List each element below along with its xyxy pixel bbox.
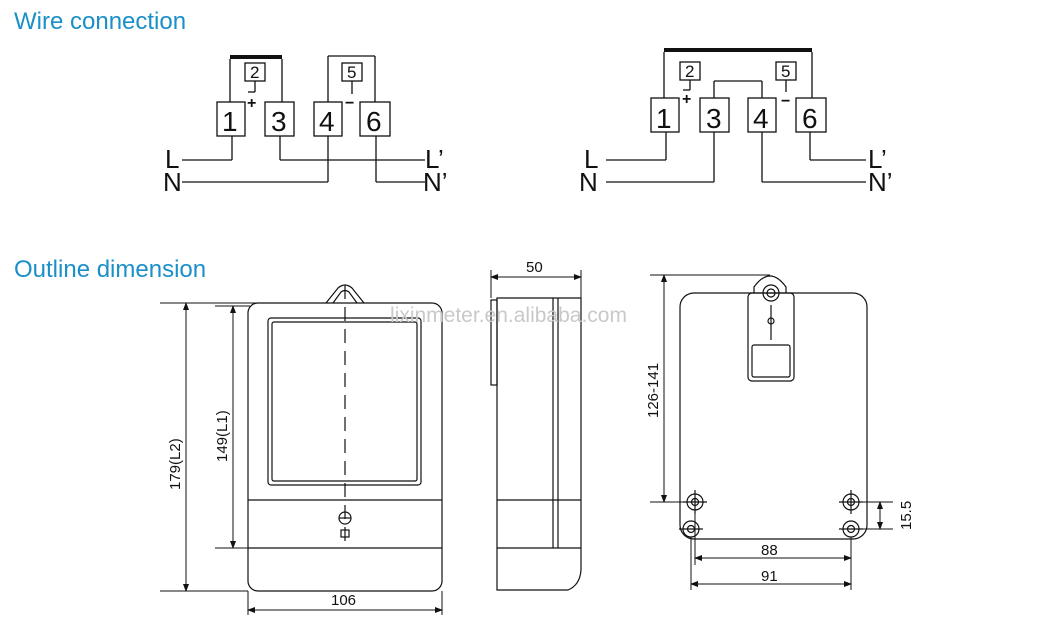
front-view <box>247 284 443 592</box>
terminal-2-label: 2 <box>250 63 259 82</box>
wiring-diagram-left <box>182 55 425 183</box>
wiring-diagram-right <box>606 48 866 183</box>
width-label: 106 <box>331 592 356 609</box>
outline-dimension-heading: Outline dimension <box>14 256 207 283</box>
terminal-3-label: 3 <box>271 106 287 137</box>
terminal-5-label-right: 5 <box>781 62 790 81</box>
hole-offset-label: 15.5 <box>898 501 915 530</box>
neutral-in-label-right: N <box>579 167 598 197</box>
minus-sign: − <box>345 95 354 112</box>
watermark: lixinmeter.en.alibaba.com <box>390 304 627 327</box>
depth-label: 50 <box>526 259 543 276</box>
side-view <box>490 297 582 591</box>
hole-spacing-outer-label: 91 <box>761 568 778 585</box>
height-l2-label: 179(L2) <box>167 438 184 490</box>
side-dimension-lines <box>490 270 582 298</box>
line-in-label: L <box>165 144 179 174</box>
rear-dimension-lines <box>650 274 893 590</box>
plus-sign-right: + <box>682 91 691 108</box>
line-out-label-right: L’ <box>868 144 887 174</box>
terminal-4-label: 4 <box>319 106 335 137</box>
height-l1-label: 149(L1) <box>214 410 231 462</box>
rear-view <box>679 275 868 540</box>
terminal-6-label: 6 <box>366 106 382 137</box>
neutral-out-label-right: N’ <box>868 167 893 197</box>
neutral-in-label: N <box>163 167 182 197</box>
hole-spacing-inner-label: 88 <box>761 542 778 559</box>
terminal-4-label-right: 4 <box>753 103 769 134</box>
terminal-1-label: 1 <box>222 106 238 137</box>
minus-sign-right: − <box>781 93 790 110</box>
terminal-2-label-right: 2 <box>685 62 694 81</box>
terminal-3-label-right: 3 <box>706 103 722 134</box>
front-dimension-lines <box>160 302 443 615</box>
terminal-6-label-right: 6 <box>802 103 818 134</box>
terminal-1-label-right: 1 <box>656 103 672 134</box>
wire-connection-heading: Wire connection <box>14 8 187 35</box>
mount-height-label: 126-141 <box>645 363 662 418</box>
line-in-label-right: L <box>584 144 598 174</box>
terminal-5-label: 5 <box>347 63 356 82</box>
line-out-label: L’ <box>425 144 444 174</box>
plus-sign: + <box>247 95 256 112</box>
neutral-out-label: N’ <box>423 167 448 197</box>
